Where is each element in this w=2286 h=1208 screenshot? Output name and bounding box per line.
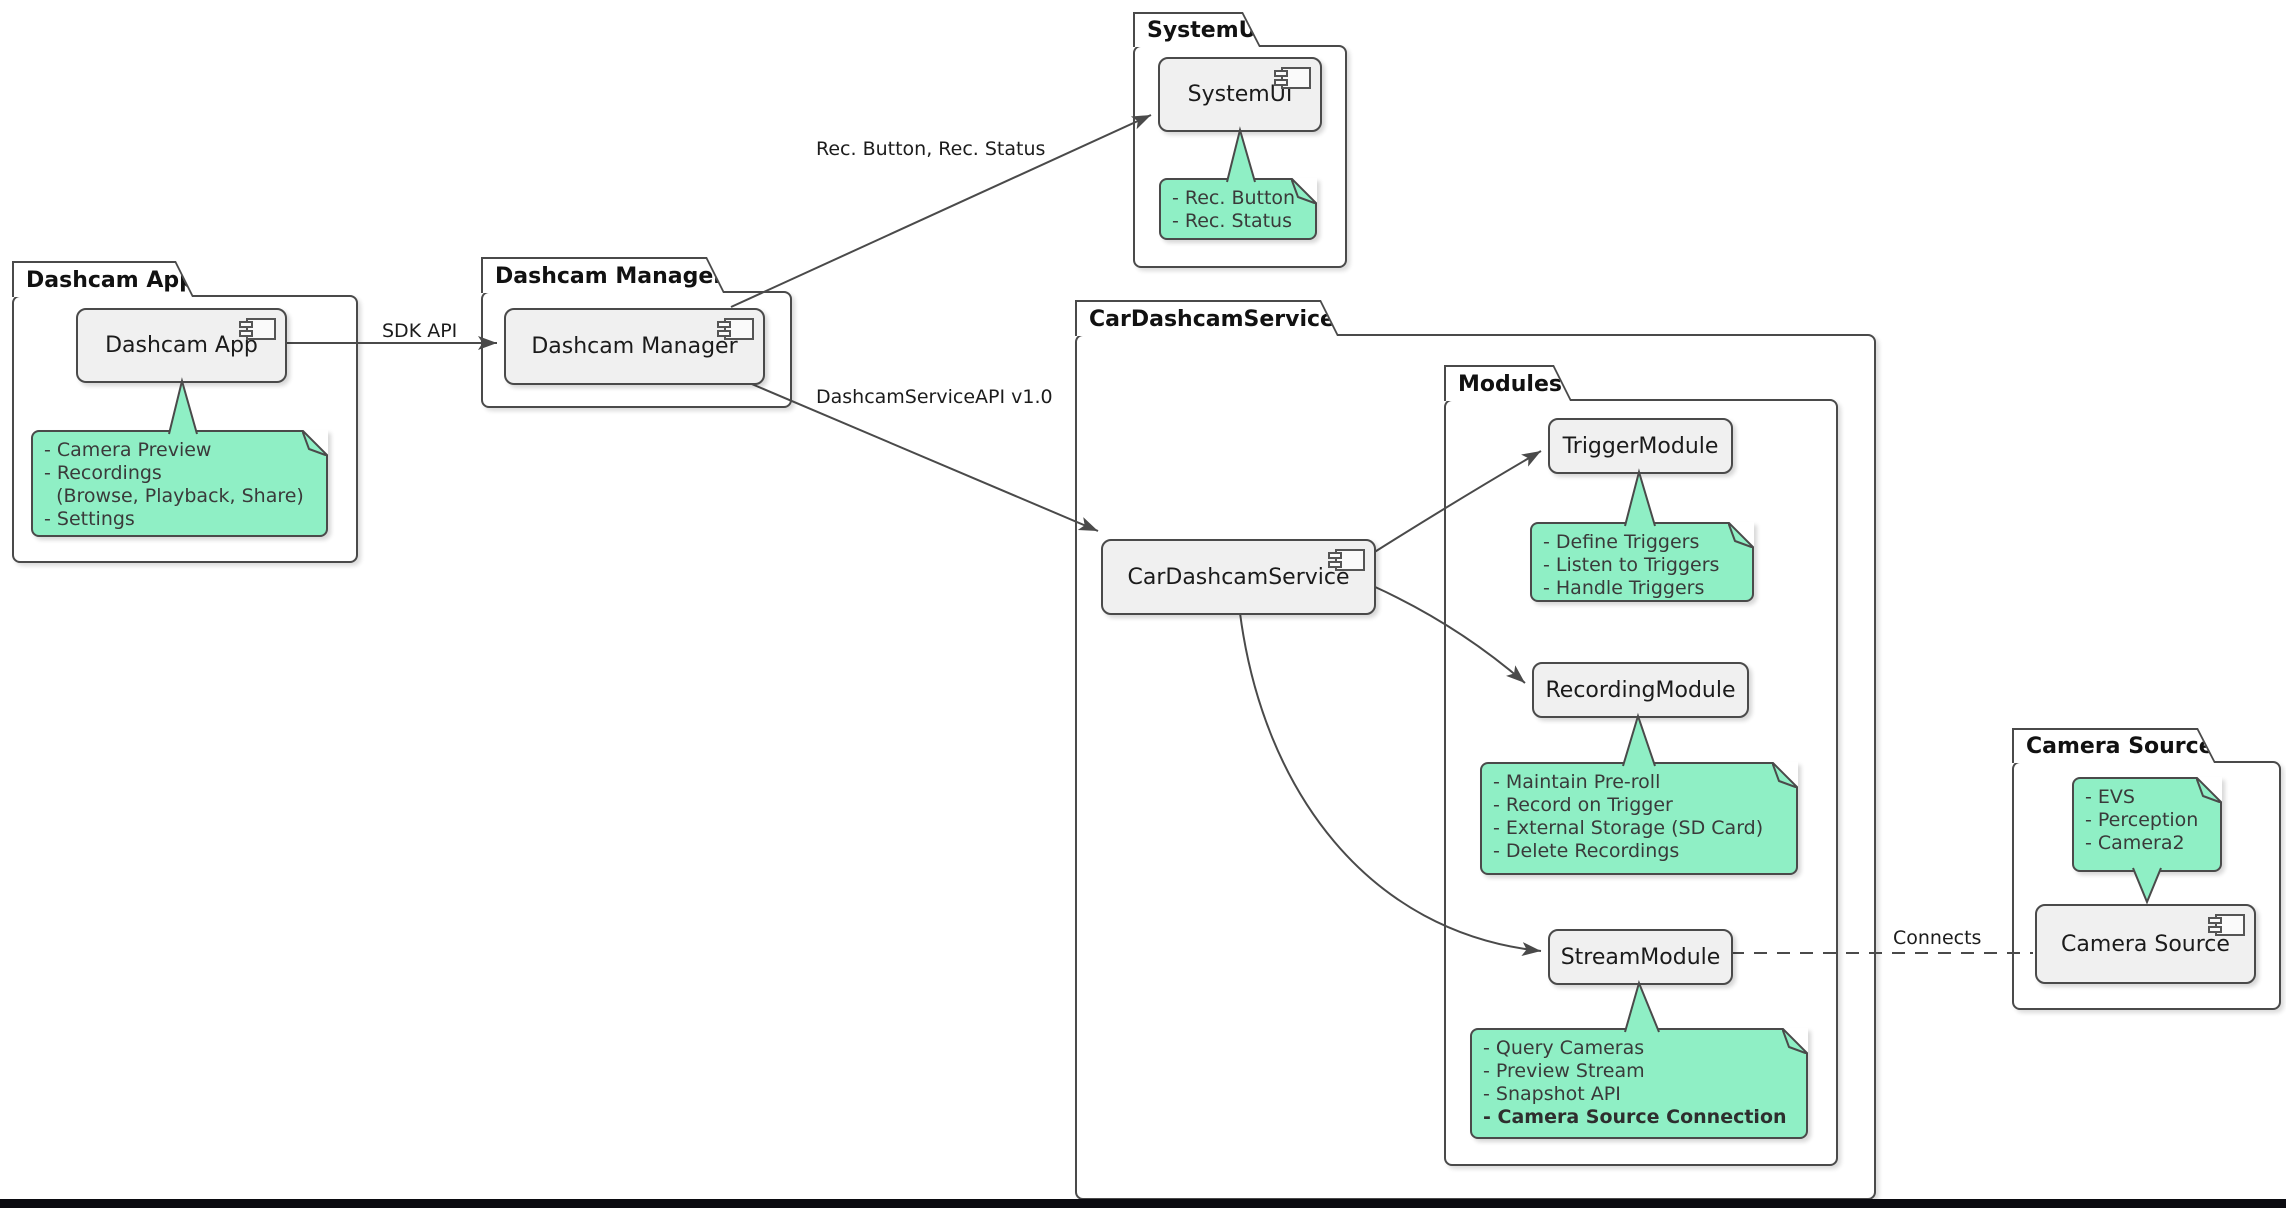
note-stream-module: - Query Cameras - Preview Stream - Snaps… [1470,1028,1808,1139]
package-car-dashcam-service-tab-inner: CarDashcamService [1077,302,1337,336]
note-line: - Record on Trigger [1493,794,1673,816]
note-line: - Camera2 [2085,832,2185,854]
edge-label-rec-button-status: Rec. Button, Rec. Status [816,138,1046,160]
component-system-ui: SystemUI [1158,57,1322,132]
package-dashcam-manager-tab: Dashcam Manager [481,257,725,293]
component-icon [1274,67,1311,89]
package-title-camera-source: Camera Source [2026,734,2214,759]
note-fold-icon [1291,178,1317,204]
component-label-dashcam-manager: Dashcam Manager [531,334,738,359]
package-system-ui-tab-inner: SystemUI [1135,14,1259,47]
component-car-dashcam-service: CarDashcamService [1101,539,1376,615]
package-system-ui-tab: SystemUI [1133,12,1261,47]
edge-label-dashcam-service-api: DashcamServiceAPI v1.0 [816,386,1053,408]
note-line: - EVS [2085,786,2135,808]
edge-label-sdk-api: SDK API [382,320,458,342]
component-dashcam-app: Dashcam App [76,308,287,383]
note-line: - Handle Triggers [1543,577,1705,599]
component-label-system-ui: SystemUI [1187,82,1293,107]
note-line: - External Storage (SD Card) [1493,817,1764,839]
note-recording-module: - Maintain Pre-roll - Record on Trigger … [1480,762,1798,875]
package-title-modules: Modules [1458,371,1562,397]
note-line: - Delete Recordings [1493,840,1680,862]
note-system-ui: - Rec. Button - Rec. Status [1159,178,1317,240]
note-fold-icon [1782,1028,1808,1054]
package-dashcam-app-tab: Dashcam App [12,261,194,297]
note-fold-icon [1728,522,1754,548]
component-label-stream-module: StreamModule [1560,944,1721,970]
component-recording-module: RecordingModule [1532,662,1749,718]
package-title-system-ui: SystemUI [1147,18,1265,43]
component-icon [1328,549,1365,571]
note-line: - Rec. Status [1172,210,1293,232]
note-line: - Camera Preview [44,439,212,461]
package-title-dashcam-app: Dashcam App [26,267,195,293]
component-label-dashcam-app: Dashcam App [105,333,258,358]
note-line: - Recordings [44,462,162,484]
note-fold-icon [302,430,328,456]
component-icon [239,318,276,340]
note-line: - Define Triggers [1543,531,1700,553]
note-line: - Query Cameras [1483,1037,1645,1059]
note-line: - Perception [2085,809,2199,831]
note-line: - Camera Source Connection [1483,1106,1787,1128]
edge-label-connects: Connects [1893,927,1982,949]
component-stream-module: StreamModule [1548,929,1733,985]
component-dashcam-manager: Dashcam Manager [504,308,765,385]
component-icon [2208,914,2245,936]
package-modules-tab: Modules [1444,365,1572,401]
package-title-car-dashcam-service: CarDashcamService [1089,306,1335,332]
note-trigger-module: - Define Triggers - Listen to Triggers -… [1530,522,1754,602]
component-camera-source: Camera Source [2035,904,2256,984]
component-icon [717,318,754,340]
package-modules-tab-inner: Modules [1446,367,1570,401]
note-camera-source: - EVS - Perception - Camera2 [2072,777,2222,872]
package-car-dashcam-service-tab: CarDashcamService [1075,300,1339,336]
note-line: - Maintain Pre-roll [1493,771,1661,793]
bottom-black-bar [0,1199,2286,1208]
package-camera-source-tab: Camera Source [2012,728,2216,763]
note-line: (Browse, Playback, Share) [44,485,304,507]
note-fold-icon [1772,762,1798,788]
package-title-dashcam-manager: Dashcam Manager [495,263,725,289]
note-line: - Settings [44,508,135,530]
note-line: - Listen to Triggers [1543,554,1720,576]
note-fold-icon [2196,777,2222,803]
component-label-recording-module: RecordingModule [1545,677,1736,703]
note-line: - Rec. Button [1172,187,1296,209]
package-camera-source-tab-inner: Camera Source [2014,730,2214,763]
component-trigger-module: TriggerModule [1548,418,1733,474]
component-label-camera-source: Camera Source [2061,931,2230,957]
note-line: - Preview Stream [1483,1060,1645,1082]
package-dashcam-app-tab-inner: Dashcam App [14,263,192,297]
package-dashcam-manager-tab-inner: Dashcam Manager [483,259,723,293]
component-label-car-dashcam-service: CarDashcamService [1127,564,1350,590]
component-label-trigger-module: TriggerModule [1562,433,1719,459]
note-dashcam-app: - Camera Preview - Recordings (Browse, P… [31,430,328,537]
note-line: - Snapshot API [1483,1083,1621,1105]
